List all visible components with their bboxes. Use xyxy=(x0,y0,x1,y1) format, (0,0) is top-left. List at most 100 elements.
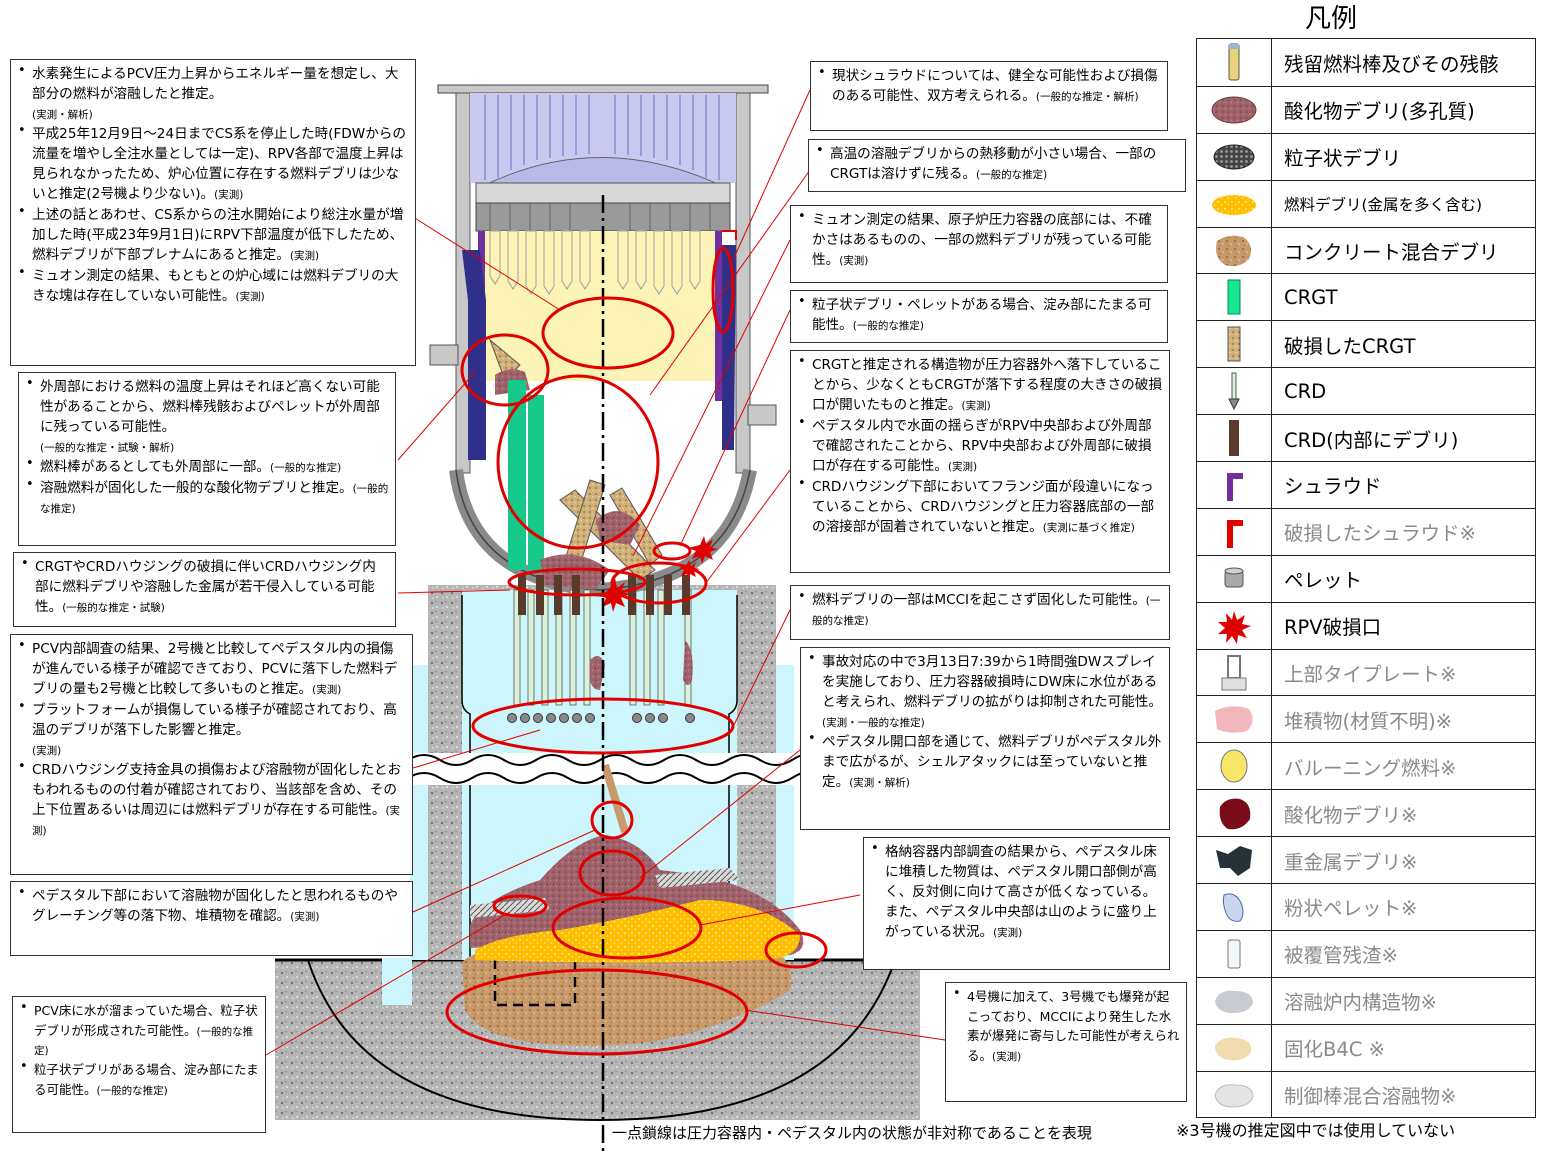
residual-fuel-rod-icon xyxy=(1228,43,1240,81)
crgt-icon xyxy=(1227,279,1241,315)
legend-row: 上部タイプレート※ xyxy=(1197,648,1535,696)
legend-row: 燃料デブリ(金属を多く含む) xyxy=(1197,179,1535,227)
note-item: 燃料デブリの一部はMCCIを起こさず固化した可能性。(一般的な推定) xyxy=(795,589,1163,628)
shroud-icon xyxy=(1227,472,1243,501)
legend-row: RPV破損口 xyxy=(1197,601,1535,649)
legend-row: 破損したシュラウド※ xyxy=(1197,507,1535,555)
legend-row: CRD(内部にデブリ) xyxy=(1197,414,1535,462)
oxide-debris-icon xyxy=(1219,798,1251,830)
crd-with-debris-icon xyxy=(1229,420,1239,457)
note-item: ミュオン測定の結果、原子炉圧力容器の底部には、不確かさはあるものの、一部の燃料デ… xyxy=(795,209,1161,269)
note-pedestal-floor-survey: 格納容器内部調査の結果から、ペデスタル床に堆積した物質は、ペデスタル開口部側が高… xyxy=(863,837,1170,970)
legend-label: CRD(内部にデブリ) xyxy=(1284,428,1459,452)
legend-row: 制御棒混合溶融物※ xyxy=(1197,1070,1535,1118)
molten-internals-icon xyxy=(1215,990,1253,1013)
rpv-breach-icon xyxy=(1218,610,1251,644)
note-item: CRGTと推定される構造物が圧力容器外へ落下していることから、少なくともCRGT… xyxy=(795,354,1163,414)
legend-label: コンクリート混合デブリ xyxy=(1284,241,1499,264)
legend-label: 破損したシュラウド※ xyxy=(1284,522,1476,546)
legend-label: CRGT xyxy=(1284,285,1338,309)
note-item: 粒子状デブリがある場合、淀み部にたまる可能性。(一般的な推定) xyxy=(17,1059,259,1098)
legend-label: RPV破損口 xyxy=(1284,616,1382,640)
note-pcv-internal-survey: PCV内部調査の結果、2号機と比較してペデスタル内の損傷が進んでいる様子が確認で… xyxy=(10,634,413,875)
legend-label: 破損したCRGT xyxy=(1284,334,1416,358)
legend-row: 粉状ペレット※ xyxy=(1197,883,1535,930)
note-item: PCV床に水が溜まっていた場合、粒子状デブリが形成された可能性。(一般的な推定) xyxy=(17,1000,259,1058)
note-item: プラットフォームが損傷している様子が確認されており、高温のデブリが落下した影響と… xyxy=(15,699,406,758)
legend-row: 破損したCRGT xyxy=(1197,320,1535,368)
note-item: 4号機に加えて、3号機でも爆発が起こっており、MCCIにより発生した水素が爆発に… xyxy=(950,986,1180,1064)
note-item: 外周部における燃料の温度上昇はそれほど高くない可能性があることから、燃料棒残骸お… xyxy=(23,376,389,455)
note-item: CRDハウジング支持金具の損傷および溶融物が固化したとおもわれるものの付着が確認… xyxy=(15,759,406,838)
note-item: ペデスタル下部において溶融物が固化したと思われるものやグレーチング等の落下物、堆… xyxy=(15,885,406,925)
solidified-b4c-icon xyxy=(1215,1037,1252,1060)
powder-pellet-icon xyxy=(1222,893,1244,922)
legend-label: 残留燃料棒及びその残骸 xyxy=(1284,52,1499,76)
note-pcv-floor-water: PCV床に水が溜まっていた場合、粒子状デブリが形成された可能性。(一般的な推定)… xyxy=(12,996,266,1133)
legend-label: CRD xyxy=(1284,379,1327,403)
legend-row: コンクリート混合デブリ xyxy=(1197,226,1535,274)
legend-row: 固化B4C ※ xyxy=(1197,1023,1535,1071)
note-item: 水素発生によるPCV圧力上昇からエネルギー量を想定し、大部分の燃料が溶融したと推… xyxy=(15,63,409,122)
pellet-icon xyxy=(1224,567,1244,588)
damaged-crgt-icon xyxy=(1227,326,1241,362)
note-item: 粒子状デブリ・ペレットがある場合、淀み部にたまる可能性。(一般的な推定) xyxy=(795,294,1161,334)
reactor-pressure-vessel xyxy=(429,84,777,723)
note-item: ペデスタル内で水面の揺らぎがRPV中央部および外周部で確認されたことから、RPV… xyxy=(795,415,1163,475)
legend-label: 燃料デブリ(金属を多く含む) xyxy=(1284,195,1483,214)
control-rod-melt-icon xyxy=(1214,1083,1254,1108)
note-hydrogen-explosion: 4号機に加えて、3号機でも爆発が起こっており、MCCIにより発生した水素が爆発に… xyxy=(945,982,1187,1102)
legend-row: ペレット xyxy=(1197,554,1535,602)
legend-footnote: ※3号機の推定図中では使用していない xyxy=(1176,1121,1456,1140)
legend-label: 固化B4C ※ xyxy=(1284,1038,1385,1062)
note-crgt-remaining: 高温の溶融デブリからの熱移動が小さい場合、一部のCRGTは溶けずに残る。(一般的… xyxy=(808,139,1186,192)
legend-label: バルーニング燃料※ xyxy=(1284,756,1457,780)
note-item: 格納容器内部調査の結果から、ペデスタル床に堆積した物質は、ペデスタル開口部側が高… xyxy=(868,841,1163,941)
legend-row: 残留燃料棒及びその残骸 xyxy=(1197,39,1535,86)
note-item: CRDハウジング下部においてフランジ面が段違いになっていることから、CRDハウジ… xyxy=(795,476,1163,536)
damaged-shroud-icon xyxy=(1227,519,1243,548)
crd-icon xyxy=(1228,372,1240,411)
metal-rich-debris-icon xyxy=(1212,194,1256,215)
legend-label: 堆積物(材質不明)※ xyxy=(1284,709,1453,733)
legend-label: 酸化物デブリ※ xyxy=(1284,803,1418,827)
legend-row: 被覆管残渣※ xyxy=(1197,929,1535,977)
legend-label: 上部タイプレート※ xyxy=(1284,663,1457,687)
note-rpv-breach-estimate: CRGTと推定される構造物が圧力容器外へ落下していることから、少なくともCRGT… xyxy=(790,350,1170,573)
legend-row: 堆積物(材質不明)※ xyxy=(1197,695,1535,743)
pedestal-floor-debris xyxy=(462,763,804,1046)
note-shroud-status: 現状シュラウドについては、健全な可能性および損傷のある可能性、双方考えられる。(… xyxy=(810,61,1168,131)
note-item: 事故対応の中で3月13日7:39から1時間強DWスプレイを実施しており、圧力容器… xyxy=(805,651,1163,730)
porous-oxide-debris-icon xyxy=(1211,96,1257,124)
note-outer-periphery-fuel: 外周部における燃料の温度上昇はそれほど高くない可能性があることから、燃料棒残骸お… xyxy=(18,372,396,546)
legend-row: 酸化物デブリ(多孔質) xyxy=(1197,85,1535,133)
leader-lines xyxy=(265,89,946,1056)
cladding-residue-icon xyxy=(1227,939,1241,969)
legend-label: 酸化物デブリ(多孔質) xyxy=(1284,100,1475,124)
note-item: ペデスタル開口部を通じて、燃料デブリがペデスタル外まで広がるが、シェルアタックに… xyxy=(805,731,1163,791)
legend-row: シュラウド xyxy=(1197,461,1535,508)
legend-row: CRD xyxy=(1197,367,1535,415)
legend-label: 粒子状デブリ xyxy=(1284,147,1402,171)
note-particulate-stagnation: 粒子状デブリ・ペレットがある場合、淀み部にたまる可能性。(一般的な推定) xyxy=(790,290,1168,343)
legend-label: 粉状ペレット※ xyxy=(1284,897,1418,921)
note-item: 溶融燃料が固化した一般的な酸化物デブリと推定。(一般的な推定) xyxy=(23,477,389,516)
note-item: ミュオン測定の結果、もともとの炉心域には燃料デブリの大きな塊は存在していない可能… xyxy=(15,265,409,305)
note-item: 高温の溶融デブリからの熱移動が小さい場合、一部のCRGTは溶けずに残る。(一般的… xyxy=(813,143,1179,183)
legend-label: シュラウド xyxy=(1284,475,1382,499)
note-item: 現状シュラウドについては、健全な可能性および損傷のある可能性、双方考えられる。(… xyxy=(815,65,1161,105)
legend-row: バルーニング燃料※ xyxy=(1197,742,1535,790)
ballooning-fuel-icon xyxy=(1220,749,1248,783)
legend-row: 酸化物デブリ※ xyxy=(1197,789,1535,837)
legend-label: 重金属デブリ※ xyxy=(1284,850,1418,874)
upper-tie-plate-icon xyxy=(1221,654,1247,691)
note-item: PCV内部調査の結果、2号機と比較してペデスタル内の損傷が進んでいる様子が確認で… xyxy=(15,638,406,698)
note-crd-housing-intrusion: CRGTやCRDハウジングの破損に伴いCRDハウジング内部に燃料デブリや溶融した… xyxy=(13,552,396,627)
legend-row: CRGT xyxy=(1197,273,1535,321)
legend-label: 被覆管残渣※ xyxy=(1284,944,1398,968)
note-dw-spray: 事故対応の中で3月13日7:39から1時間強DWスプレイを実施しており、圧力容器… xyxy=(800,647,1170,830)
note-hydrogen-energy-estimate: 水素発生によるPCV圧力上昇からエネルギー量を想定し、大部分の燃料が溶融したと推… xyxy=(10,59,416,366)
concrete-mixed-debris-icon xyxy=(1216,235,1251,266)
note-no-mcci: 燃料デブリの一部はMCCIを起こさず固化した可能性。(一般的な推定) xyxy=(790,585,1170,640)
legend-title: 凡例 xyxy=(1305,4,1358,34)
